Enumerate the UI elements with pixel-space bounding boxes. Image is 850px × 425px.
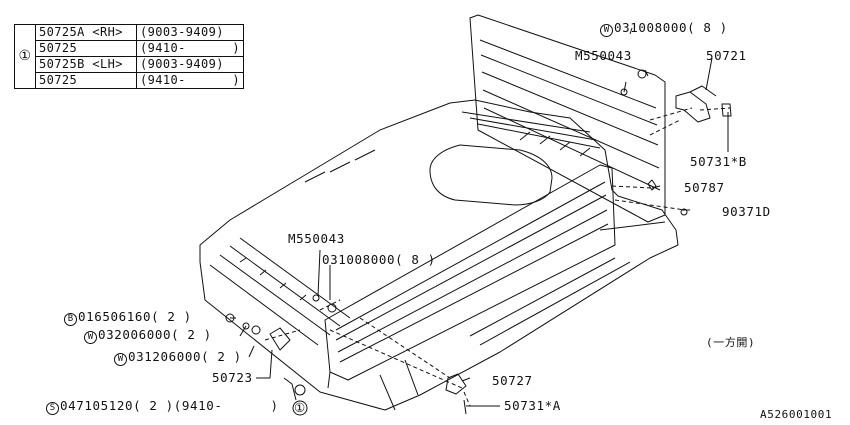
label-50787: 50787 xyxy=(684,180,725,195)
washer-icon xyxy=(680,208,688,216)
table-row: 50725 (9410-) xyxy=(15,40,244,57)
pin-50731b xyxy=(721,103,732,117)
part-number-table: ① 50725A <RH> (9003-9409) 50725 (9410-) … xyxy=(14,24,244,89)
label-50731a: 50731*A xyxy=(504,398,561,413)
label-one-side-opening: (一方開) xyxy=(706,336,756,349)
marker-circle-icon xyxy=(292,400,308,416)
label-m550043-mid: M550043 xyxy=(288,231,345,246)
range-cell: (9410-) xyxy=(136,40,244,57)
washer-icon xyxy=(251,325,261,335)
bolt-icon xyxy=(225,313,235,323)
part-cell: 50725A <RH> xyxy=(35,24,137,41)
side-gate-rear xyxy=(469,14,666,223)
label-m550043-top: M550043 xyxy=(575,48,632,63)
clip-icon xyxy=(294,384,306,396)
washer-icon xyxy=(327,303,337,313)
table-row: ① 50725A <RH> (9003-9409) xyxy=(14,24,244,89)
screw-icon xyxy=(283,377,297,401)
part-cell: 50725B <LH> xyxy=(35,56,137,73)
label-50727: 50727 xyxy=(492,373,533,388)
clip-50787 xyxy=(647,179,657,191)
washer-icon xyxy=(637,69,647,79)
part-cell: 50725 xyxy=(35,40,137,57)
washer-icon xyxy=(620,88,628,96)
label-50721: 50721 xyxy=(706,48,747,63)
range-cell: (9003-9409) xyxy=(136,24,244,41)
truck-bed-floor xyxy=(199,99,679,411)
label-key-marker: ① xyxy=(294,400,306,415)
range-cell: (9410-) xyxy=(136,72,244,89)
table-key-marker: ① xyxy=(14,24,36,89)
range-cell: (9003-9409) xyxy=(136,56,244,73)
label-90371: 90371D xyxy=(722,204,771,219)
hinge-50723 xyxy=(269,327,291,351)
hinge-50721 xyxy=(675,91,711,123)
label-50723: 50723 xyxy=(212,370,253,385)
pin-50731a xyxy=(463,399,467,415)
part-cell: 50725 xyxy=(35,72,137,89)
table-row: 50725B <LH> (9003-9409) xyxy=(15,56,244,73)
bracket-50727 xyxy=(445,373,467,395)
drawing-number: A526001001 xyxy=(760,408,833,421)
washer-icon xyxy=(242,322,250,330)
table-row: 50725 (9410-) xyxy=(15,72,244,89)
label-50731b: 50731*B xyxy=(690,154,747,169)
label-031008000-mid: 031008000( 8 ) xyxy=(322,252,436,267)
washer-icon xyxy=(312,294,320,302)
